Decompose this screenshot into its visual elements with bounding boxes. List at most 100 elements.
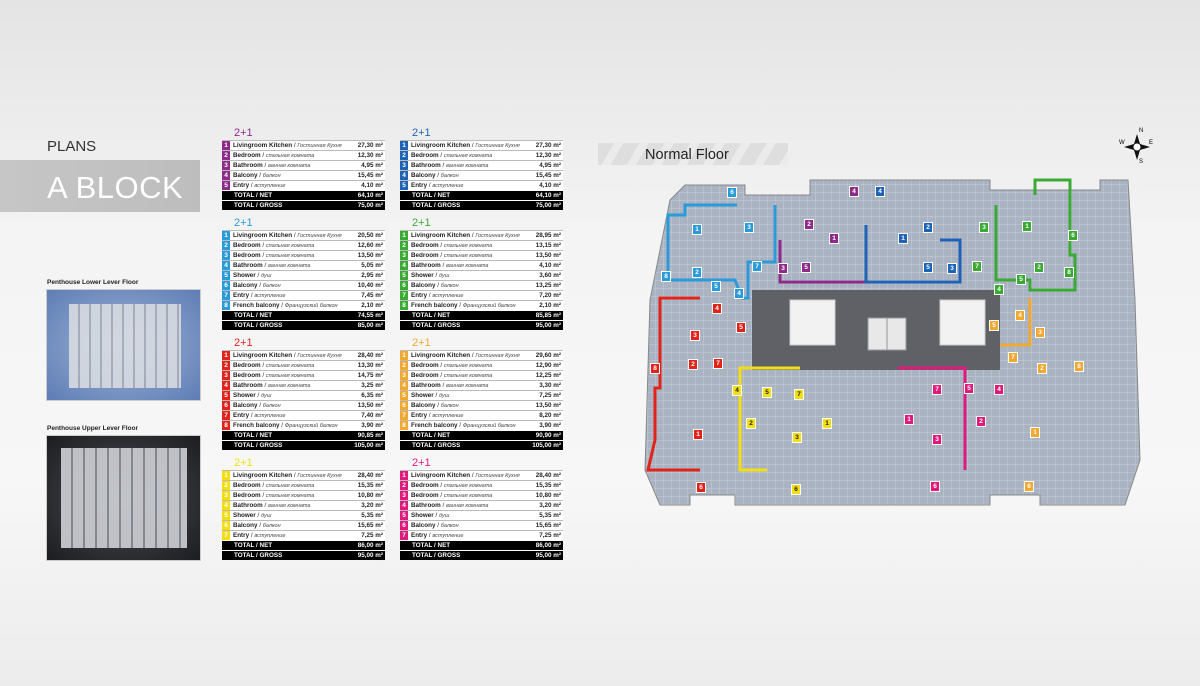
room-marker: 7 bbox=[794, 389, 804, 400]
room-number: 6 bbox=[222, 281, 230, 290]
total-net-value: 90,90 m² bbox=[535, 432, 561, 439]
room-area: 10,40 m² bbox=[357, 282, 383, 289]
room-area: 20,50 m² bbox=[357, 232, 383, 239]
room-number: 4 bbox=[222, 501, 230, 510]
room-number: 3 bbox=[222, 251, 230, 260]
room-name-en: Livingroom Kitchen bbox=[233, 232, 293, 239]
room-name-ru: балкон bbox=[440, 523, 459, 529]
plans-heading: PLANS bbox=[47, 138, 97, 155]
room-number: 4 bbox=[222, 171, 230, 180]
room-number: 2 bbox=[222, 361, 230, 370]
room-name: French balcony / Французский балкон bbox=[411, 422, 516, 429]
room-name-ru: спальная комната bbox=[265, 153, 315, 159]
room-number: 7 bbox=[222, 411, 230, 420]
table-title: 2+1 bbox=[412, 457, 431, 469]
room-number: 3 bbox=[400, 251, 408, 260]
room-name-en: Bedroom bbox=[411, 482, 439, 489]
room-name-en: Entry bbox=[411, 292, 428, 299]
room-name-en: Entry bbox=[411, 182, 428, 189]
room-name-en: Entry bbox=[233, 412, 250, 419]
room-marker: 2 bbox=[923, 222, 933, 233]
room-area: 2,95 m² bbox=[361, 272, 383, 279]
room-area: 3,90 m² bbox=[361, 422, 383, 429]
room-name: Livingroom Kitchen / Гостинная Кухня bbox=[411, 352, 520, 359]
room-number: 3 bbox=[222, 491, 230, 500]
room-name-en: Bedroom bbox=[233, 482, 261, 489]
room-name-ru: Гостинная Кухня bbox=[297, 473, 342, 479]
room-name-ru: вступление bbox=[432, 413, 464, 419]
room-number: 1 bbox=[400, 351, 408, 360]
room-name: Livingroom Kitchen / Гостинная Кухня bbox=[411, 472, 520, 479]
room-name: Bedroom / спальная комната bbox=[233, 492, 315, 499]
room-marker: 1 bbox=[822, 418, 832, 429]
room-area: 12,90 m² bbox=[535, 362, 561, 369]
room-name-ru: спальная комната bbox=[443, 373, 493, 379]
room-name-ru: ванная комната bbox=[268, 503, 311, 509]
room-marker: 5 bbox=[736, 322, 746, 333]
room-name-ru: спальная комната bbox=[265, 493, 315, 499]
room-name: Entry / вступление bbox=[411, 532, 464, 539]
room-area: 28,40 m² bbox=[357, 352, 383, 359]
room-area: 27,30 m² bbox=[357, 142, 383, 149]
room-marker: 8 bbox=[1074, 361, 1084, 372]
room-area: 10,80 m² bbox=[357, 492, 383, 499]
compass-e: E bbox=[1149, 140, 1154, 146]
room-area: 3,20 m² bbox=[361, 502, 383, 509]
room-area: 10,80 m² bbox=[535, 492, 561, 499]
room-marker: 4 bbox=[875, 186, 885, 197]
room-name: Bedroom / спальная комната bbox=[233, 152, 315, 159]
room-name: Bathroom / ванная комната bbox=[233, 382, 311, 389]
penthouse-lower-thumbnail[interactable] bbox=[46, 289, 201, 401]
room-name: Entry / вступление bbox=[233, 182, 286, 189]
room-name-en: Bedroom bbox=[233, 362, 261, 369]
compass-w: W bbox=[1119, 140, 1125, 146]
total-net-label: TOTAL / NET bbox=[234, 432, 273, 439]
room-area: 5,35 m² bbox=[361, 512, 383, 519]
total-gross-value: 75,00 m² bbox=[535, 202, 561, 209]
room-number: 7 bbox=[222, 531, 230, 540]
room-number: 6 bbox=[222, 401, 230, 410]
total-net-label: TOTAL / NET bbox=[412, 432, 451, 439]
total-gross-value: 85,00 m² bbox=[357, 322, 383, 329]
room-number: 4 bbox=[400, 381, 408, 390]
room-name: Bedroom / спальная комната bbox=[411, 362, 493, 369]
total-gross-value: 105,00 m² bbox=[354, 442, 383, 449]
room-name: Balcony / балкон bbox=[411, 282, 459, 289]
room-marker: 2 bbox=[976, 416, 986, 427]
room-marker: 7 bbox=[932, 384, 942, 395]
room-area: 13,50 m² bbox=[535, 252, 561, 259]
room-name-ru: душ bbox=[261, 393, 272, 399]
total-gross-label: TOTAL / GROSS bbox=[412, 202, 461, 209]
room-name: Bedroom / спальная комната bbox=[233, 372, 315, 379]
room-number: 1 bbox=[222, 471, 230, 480]
room-marker: 6 bbox=[930, 481, 940, 492]
room-name: Bathroom / ванная комната bbox=[233, 262, 311, 269]
room-area: 6,35 m² bbox=[361, 392, 383, 399]
penthouse-upper-thumbnail[interactable] bbox=[46, 435, 201, 561]
room-name-en: French balcony bbox=[233, 302, 280, 309]
room-name-ru: спальная комната bbox=[443, 363, 493, 369]
room-marker: 2 bbox=[688, 359, 698, 370]
room-area: 7,40 m² bbox=[361, 412, 383, 419]
room-name: Bedroom / спальная комната bbox=[233, 482, 315, 489]
room-area: 12,60 m² bbox=[357, 242, 383, 249]
room-name-ru: Французский балкон bbox=[462, 303, 516, 309]
total-net-value: 86,00 m² bbox=[535, 542, 561, 549]
